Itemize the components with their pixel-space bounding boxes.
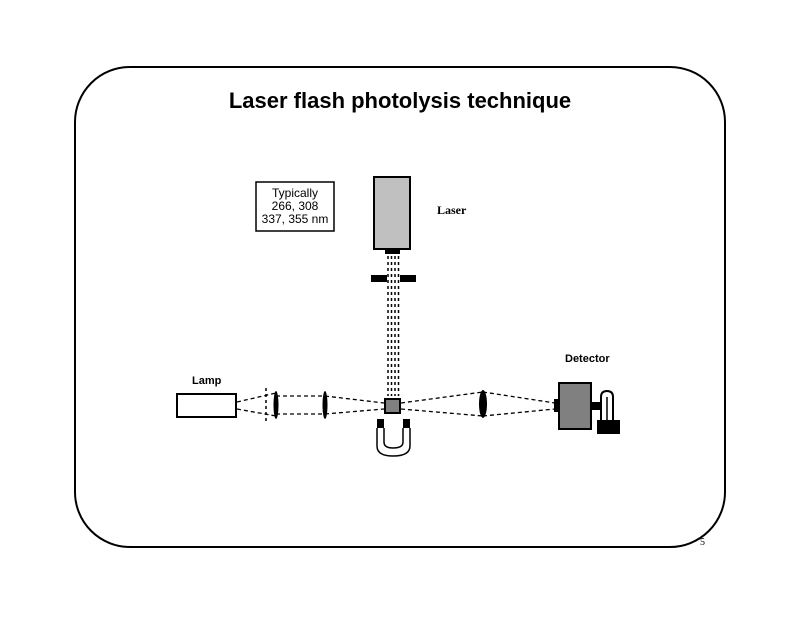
laser-output-port bbox=[385, 249, 400, 254]
slide-border bbox=[74, 66, 726, 548]
wavelength-note-box bbox=[255, 181, 335, 232]
laser-beam bbox=[387, 256, 400, 396]
lamp bbox=[176, 393, 237, 418]
probe-beam bbox=[236, 391, 556, 417]
detector-body bbox=[558, 382, 592, 430]
detector-label: Detector bbox=[565, 353, 610, 365]
page-number: 5 bbox=[700, 537, 705, 548]
wavelength-note-line-2: 266, 308 bbox=[272, 199, 319, 213]
wavelength-note-line-3: 337, 355 nm bbox=[262, 212, 329, 226]
laser-label: Laser bbox=[437, 203, 467, 217]
detector-base bbox=[597, 420, 620, 434]
wavelength-note: Typically 266, 308 337, 355 nm bbox=[255, 181, 335, 232]
sample-cell bbox=[384, 398, 401, 414]
lamp-label: Lamp bbox=[192, 375, 222, 387]
slide-title: Laser flash photolysis technique bbox=[229, 88, 571, 113]
laser bbox=[373, 176, 411, 254]
detector-slit bbox=[554, 399, 559, 412]
lens-1 bbox=[273, 391, 279, 419]
laser-body bbox=[373, 176, 411, 250]
lens-2 bbox=[322, 391, 328, 419]
detector bbox=[554, 382, 620, 434]
wavelength-note-line-1: Typically bbox=[272, 186, 318, 200]
magnet bbox=[376, 419, 411, 457]
lens-3 bbox=[479, 390, 487, 418]
laser-shutter bbox=[371, 275, 416, 282]
